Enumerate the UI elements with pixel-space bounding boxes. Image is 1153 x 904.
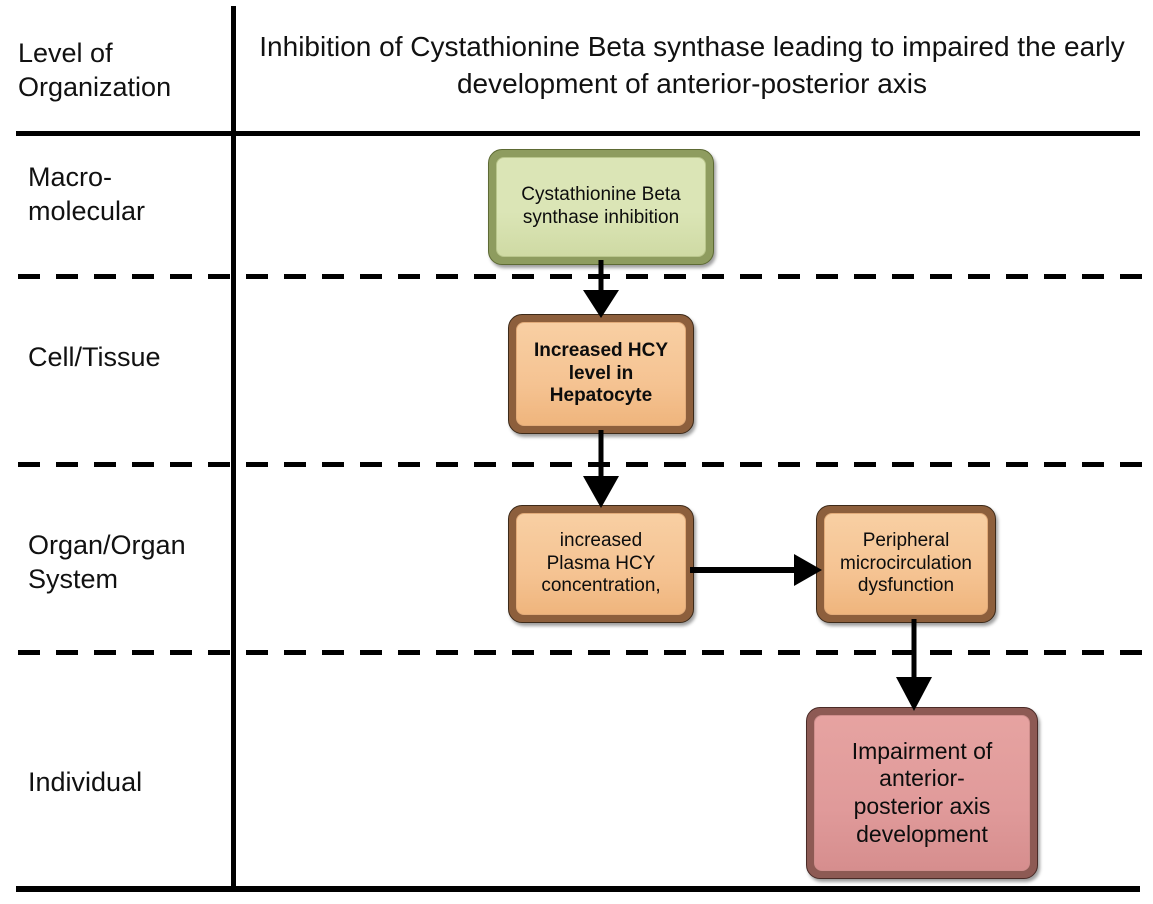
arrow-down-icon-hepatocyte-to-plasma <box>583 430 619 508</box>
node-inner-surface <box>814 715 1030 871</box>
arrow-right-icon-plasma-to-microcirculation <box>690 554 822 586</box>
header-separator-rule <box>16 131 1140 136</box>
row-divider-cell-organ <box>18 462 1142 467</box>
arrow-down-icon-cbs-to-hepatocyte <box>583 260 619 318</box>
row-divider-organ-individual <box>18 650 1142 655</box>
arrow-down-icon-microcirculation-to-axis <box>896 619 932 711</box>
row-divider-macromolecular-cell <box>18 274 1142 279</box>
node-inner-surface <box>516 322 686 426</box>
row-label-macromolecular: Macro-molecular <box>28 162 146 227</box>
row-label-cell-tissue: Cell/Tissue <box>28 342 161 372</box>
node-inner-surface <box>496 157 706 257</box>
row-label-individual: Individual <box>28 767 143 797</box>
diagram-title: Inhibition of Cystathionine Beta synthas… <box>259 31 1125 100</box>
node-inner-surface <box>516 513 686 615</box>
node-inner-surface <box>824 513 988 615</box>
column-separator-rule <box>231 6 236 892</box>
bottom-border-rule <box>16 886 1140 892</box>
